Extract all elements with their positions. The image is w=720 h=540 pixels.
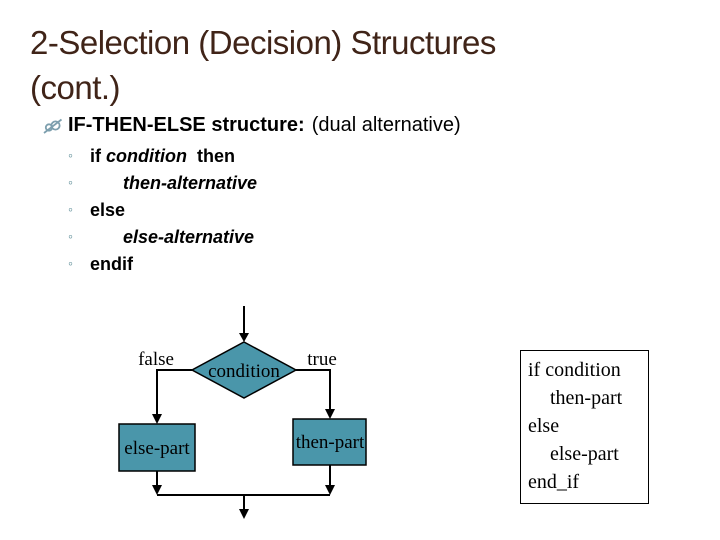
else-exit-arrowhead-icon xyxy=(152,485,162,495)
condition-diamond xyxy=(190,341,298,399)
code-line: then-part xyxy=(550,387,623,409)
false-branch-label: false xyxy=(138,349,174,370)
title-line-2: (cont.) xyxy=(30,69,121,106)
pseudocode-box: if condition then-part else else-part en… xyxy=(520,350,649,504)
false-branch-line xyxy=(156,369,192,415)
circle-bullet-marker: ◦ xyxy=(68,147,73,163)
bullet-heading-bold: IF-THEN-ELSE structure: xyxy=(68,114,305,136)
circle-bullet-marker: ◦ xyxy=(68,228,73,244)
true-branch-line xyxy=(296,369,331,410)
bullet-heading-normal: (dual alternative) xyxy=(311,114,461,136)
exit-arrowhead-icon xyxy=(239,509,249,519)
code-line: else-part xyxy=(550,443,619,465)
list-item: ◦ else-alternative xyxy=(68,227,488,254)
else-part-label: else-part xyxy=(124,438,190,459)
then-exit-arrowhead-icon xyxy=(325,485,335,495)
false-branch-arrowhead-icon xyxy=(152,414,162,424)
then-part-label: then-part xyxy=(296,432,365,453)
condition-label: condition xyxy=(208,361,280,382)
list-item: ◦ then-alternative xyxy=(68,173,488,200)
code-line: else xyxy=(528,415,560,437)
entry-arrowhead-icon xyxy=(239,333,249,342)
title-line-1: 2-Selection (Decision) Structures xyxy=(30,24,496,61)
code-line: end_if xyxy=(528,471,580,493)
pseudocode-line-else-alternative: else-alternative xyxy=(123,227,255,247)
list-item: ◦ else xyxy=(68,200,488,227)
circle-bullet-marker: ◦ xyxy=(68,174,73,190)
pseudocode-line-then-alternative: then-alternative xyxy=(123,173,258,193)
page-title: 2-Selection (Decision) Structures (cont.… xyxy=(30,20,700,110)
then-part-box xyxy=(292,418,367,466)
pseudocode-line-endif: endif xyxy=(90,254,133,274)
else-part-box xyxy=(118,423,196,472)
if-then-else-flowchart: condition false true else-part then-part xyxy=(118,306,367,519)
pseudocode-line-else: else xyxy=(90,200,126,220)
true-branch-arrowhead-icon xyxy=(325,409,335,419)
list-item: ◦ endif xyxy=(68,254,488,281)
bullet-swirl-icon xyxy=(42,116,64,135)
code-line: if condition xyxy=(528,359,621,381)
main-bullet: IF-THEN-ELSE structure: (dual alternativ… xyxy=(42,114,702,137)
circle-bullet-marker: ◦ xyxy=(68,201,73,217)
circle-bullet-marker: ◦ xyxy=(68,255,73,271)
true-branch-label: true xyxy=(307,349,337,370)
